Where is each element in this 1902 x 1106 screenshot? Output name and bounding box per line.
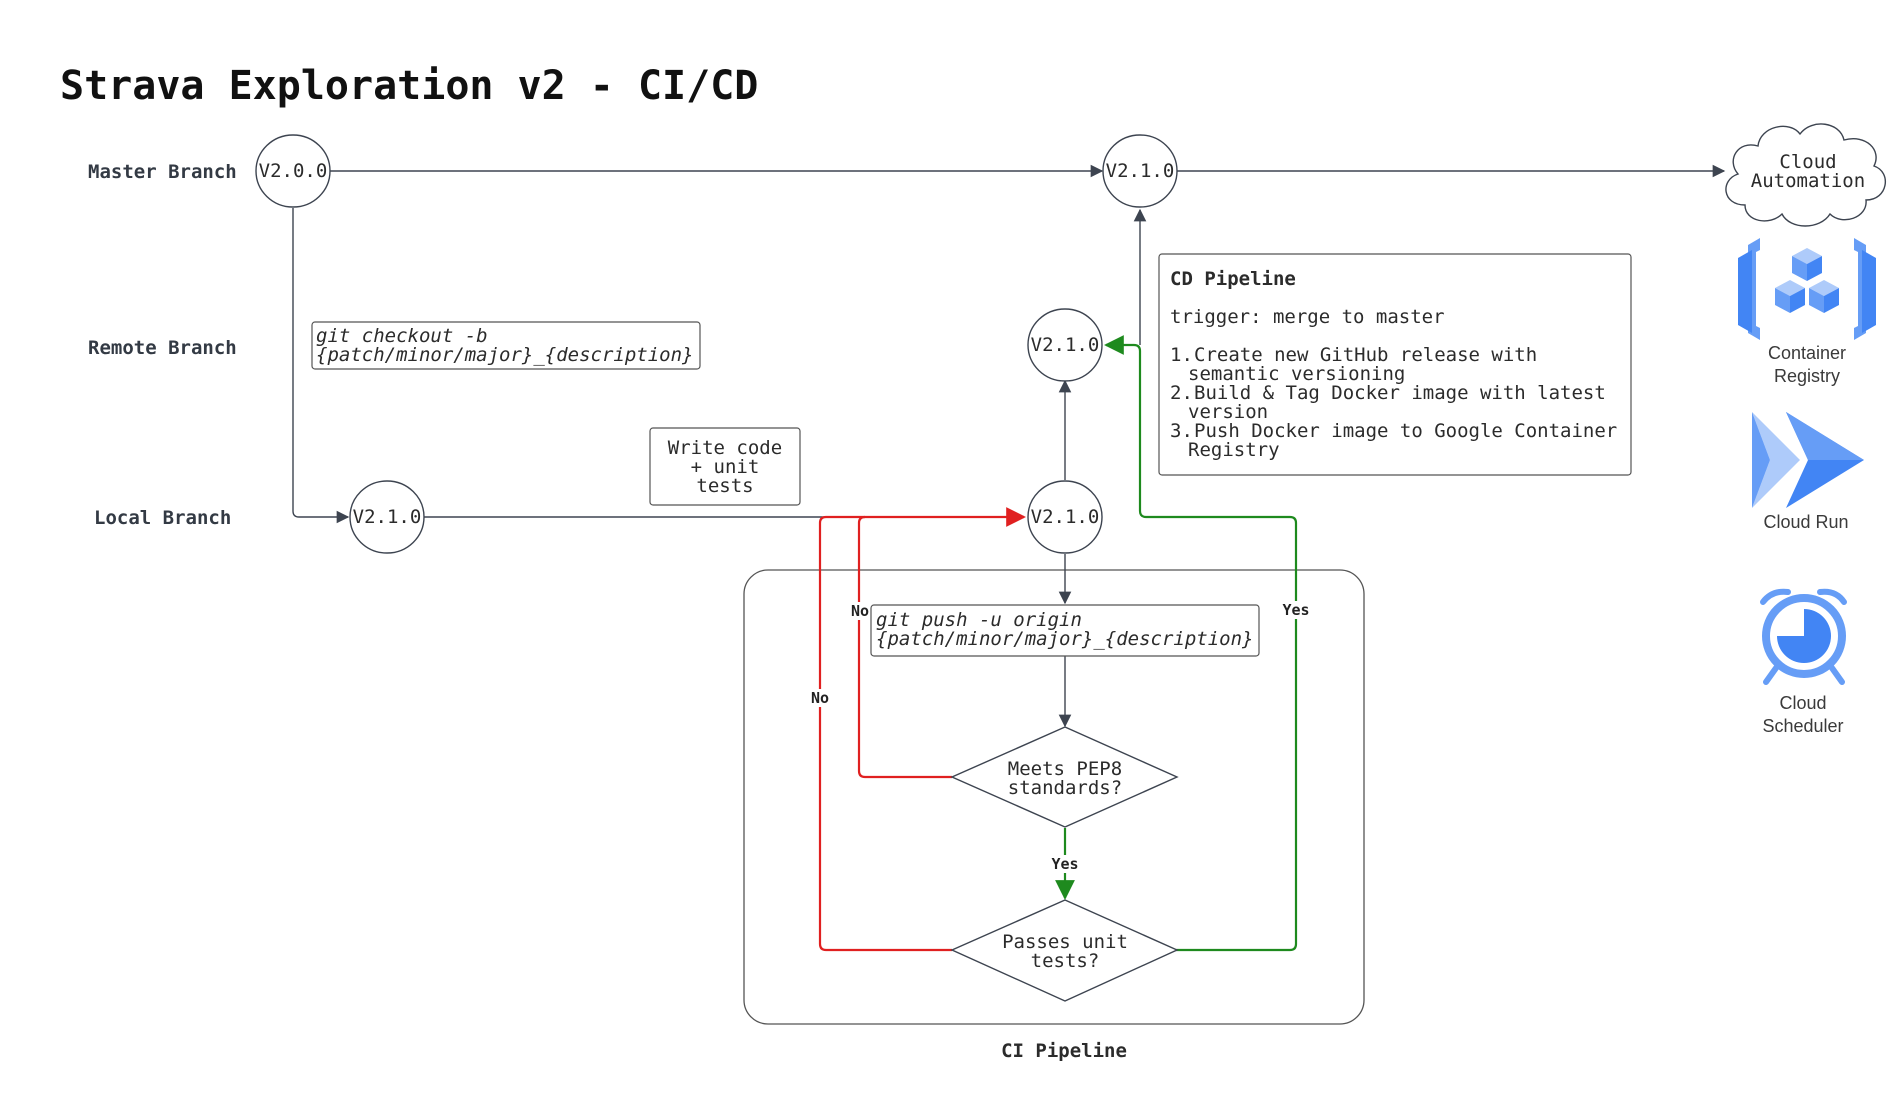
container-registry-icon	[1738, 238, 1876, 340]
git-checkout-box: git checkout -b {patch/minor/major}_{des…	[311, 321, 701, 370]
cd-step2-line2: version	[1188, 401, 1268, 423]
cd-step1-num: 1.	[1170, 344, 1193, 366]
node-master-v200-label: V2.0.0	[259, 160, 328, 182]
cd-pipeline-box: CD Pipeline trigger: merge to master 1. …	[1158, 253, 1632, 476]
node-master-v210-label: V2.1.0	[1106, 160, 1175, 182]
edge-label-pep8-no: No	[851, 602, 869, 620]
cloud-scheduler-icon	[1760, 588, 1847, 685]
cd-step2-num: 2.	[1170, 382, 1193, 404]
cloud-line1: Cloud	[1779, 151, 1836, 173]
node-local-v210-right[interactable]: V2.1.0	[1027, 480, 1103, 554]
pep8-decision: Meets PEP8 standards?	[950, 726, 1179, 828]
git-push-box: git push -u origin {patch/minor/major}_{…	[870, 604, 1260, 657]
write-code-box: Write code + unit tests	[649, 427, 801, 506]
node-master-v210[interactable]: V2.1.0	[1102, 134, 1178, 208]
write-code-line1: Write code	[668, 437, 782, 459]
unit-line2: tests?	[1031, 950, 1100, 972]
write-code-line3: tests	[696, 475, 753, 497]
node-remote-v210[interactable]: V2.1.0	[1027, 308, 1103, 382]
cd-step3-line2: Registry	[1188, 439, 1280, 461]
edge-label-unit-no: No	[811, 689, 829, 707]
cd-step2-line1: Build & Tag Docker image with latest	[1194, 382, 1606, 404]
remote-branch-label: Remote Branch	[88, 337, 237, 359]
node-remote-v210-label: V2.1.0	[1031, 334, 1100, 356]
cd-step1-line2: semantic versioning	[1188, 363, 1405, 385]
unit-tests-decision: Passes unit tests?	[950, 899, 1179, 1002]
cd-pipeline-trigger: trigger: merge to master	[1170, 306, 1445, 328]
container-registry-label-line1: Container	[1768, 343, 1846, 363]
node-master-v200[interactable]: V2.0.0	[255, 134, 331, 208]
edge-unit-yes	[1104, 335, 1298, 952]
cloud-scheduler-label-line2: Scheduler	[1762, 716, 1843, 736]
edge-label-pep8-yes: Yes	[1051, 855, 1078, 873]
node-local-v210-left[interactable]: V2.1.0	[349, 480, 425, 554]
edge-checkout-to-local	[292, 208, 350, 524]
pep8-line2: standards?	[1008, 777, 1122, 799]
edge-label-unit-yes: Yes	[1282, 601, 1309, 619]
page-title: Strava Exploration v2 - CI/CD	[60, 63, 758, 109]
cloud-run-icon	[1752, 412, 1864, 508]
cd-step3-line1: Push Docker image to Google Container	[1194, 420, 1617, 442]
master-branch-label: Master Branch	[88, 161, 237, 183]
cd-pipeline-title: CD Pipeline	[1170, 268, 1296, 290]
cd-step1-line1: Create new GitHub release with	[1194, 344, 1537, 366]
git-push-line1: git push -u origin	[876, 609, 1082, 631]
edge-unit-no	[818, 515, 952, 952]
cloud-run-label: Cloud Run	[1763, 512, 1848, 532]
node-local-v210-left-label: V2.1.0	[353, 506, 422, 528]
git-checkout-line2: {patch/minor/major}_{description}	[316, 344, 694, 366]
git-checkout-line1: git checkout -b	[316, 325, 488, 347]
container-registry-label-line2: Registry	[1774, 366, 1840, 386]
pep8-line1: Meets PEP8	[1008, 758, 1122, 780]
node-local-v210-right-label: V2.1.0	[1031, 506, 1100, 528]
cloud-scheduler-label-line1: Cloud	[1779, 693, 1826, 713]
write-code-line2: + unit	[691, 456, 760, 478]
local-branch-label: Local Branch	[94, 507, 231, 529]
ci-pipeline-label: CI Pipeline	[1001, 1040, 1127, 1062]
ci-pipeline-container	[743, 569, 1365, 1025]
unit-line1: Passes unit	[1002, 931, 1128, 953]
cd-step3-num: 3.	[1170, 420, 1193, 442]
git-push-line2: {patch/minor/major}_{description}	[876, 628, 1254, 650]
cloud-line2: Automation	[1751, 170, 1865, 192]
cloud-icon: Cloud Automation	[1725, 123, 1887, 227]
